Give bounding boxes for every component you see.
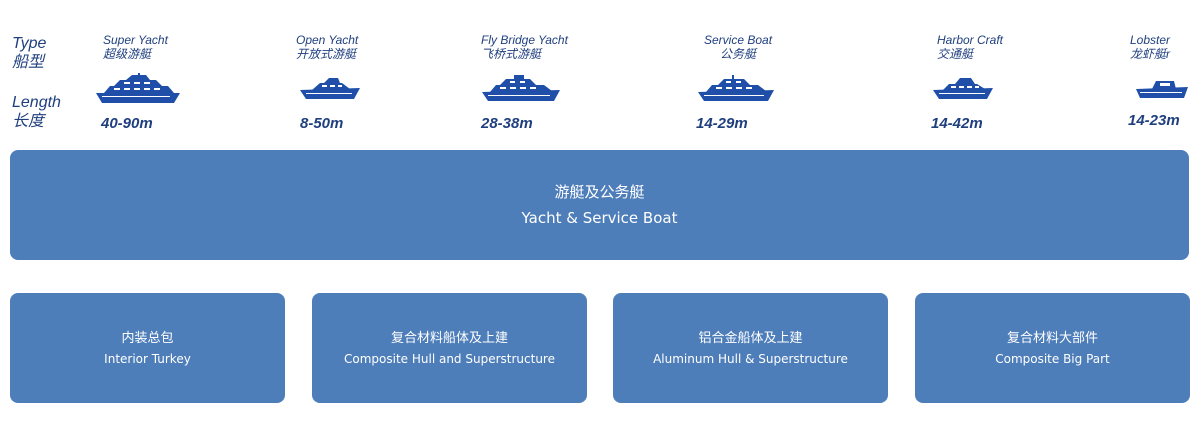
boat-name: Open Yacht xyxy=(296,33,359,47)
card-composite-hull: 复合材料船体及上建 Composite Hull and Superstruct… xyxy=(312,293,587,403)
boat-length: 14-23m xyxy=(1128,112,1180,129)
boat-name-cn: 公务艇 xyxy=(720,47,757,61)
card-title-cn: 内装总包 xyxy=(121,331,174,346)
boat-name: Service Boat xyxy=(704,33,773,47)
boat-name: Lobster xyxy=(1130,33,1171,47)
boat-length: 40-90m xyxy=(101,115,153,132)
card-title-cn: 复合材料船体及上建 xyxy=(390,331,508,346)
boat-length: 28-38m xyxy=(481,115,533,132)
card-composite-big-part: 复合材料大部件 Composite Big Part xyxy=(915,293,1190,403)
boat-name-cn: 交通艇 xyxy=(937,47,974,61)
boat-name-cn: 龙虾艇r xyxy=(1130,47,1170,61)
boat-name-cn: 飞桥式游艇 xyxy=(481,47,542,61)
lobster-boat-icon xyxy=(1134,77,1190,101)
boat-length: 14-42m xyxy=(931,115,983,132)
card-title-cn: 铝合金船体及上建 xyxy=(698,331,803,346)
boat-name-cn: 开放式游艇 xyxy=(296,47,357,61)
harbor-craft-icon xyxy=(931,73,995,101)
card-title-cn: 复合材料大部件 xyxy=(1006,331,1098,346)
length-label-cn: 长度 xyxy=(12,113,45,130)
band-title-en: Yacht & Service Boat xyxy=(521,209,678,227)
card-title-en: Interior Turkey xyxy=(104,352,191,366)
card-interior-turkey: 内装总包 Interior Turkey xyxy=(10,293,285,403)
boat-name: Harbor Craft xyxy=(937,33,1004,47)
boat-name: Super Yacht xyxy=(103,33,168,47)
service-cards: 内装总包 Interior Turkey 复合材料船体及上建 Composite… xyxy=(10,293,1190,403)
boat-name-cn: 超级游艇 xyxy=(103,47,152,61)
open-yacht-icon xyxy=(298,73,362,101)
length-label: Length xyxy=(12,94,61,111)
service-boat-icon xyxy=(696,73,776,103)
card-title-en: Composite Big Part xyxy=(995,352,1110,366)
boat-length: 8-50m xyxy=(300,115,344,132)
type-label: Type xyxy=(12,35,47,52)
super-yacht-icon xyxy=(94,73,182,105)
boat-length: 14-29m xyxy=(696,115,748,132)
type-label-cn: 船型 xyxy=(12,54,45,71)
card-title-en: Composite Hull and Superstructure xyxy=(344,352,555,366)
yacht-service-boat-band: 游艇及公务艇 Yacht & Service Boat xyxy=(10,150,1189,260)
boat-name: Fly Bridge Yacht xyxy=(481,33,568,47)
card-title-en: Aluminum Hull & Superstructure xyxy=(653,352,848,366)
fly-bridge-yacht-icon xyxy=(480,73,562,103)
card-aluminum-hull: 铝合金船体及上建 Aluminum Hull & Superstructure xyxy=(613,293,888,403)
band-title-cn: 游艇及公务艇 xyxy=(554,183,645,201)
